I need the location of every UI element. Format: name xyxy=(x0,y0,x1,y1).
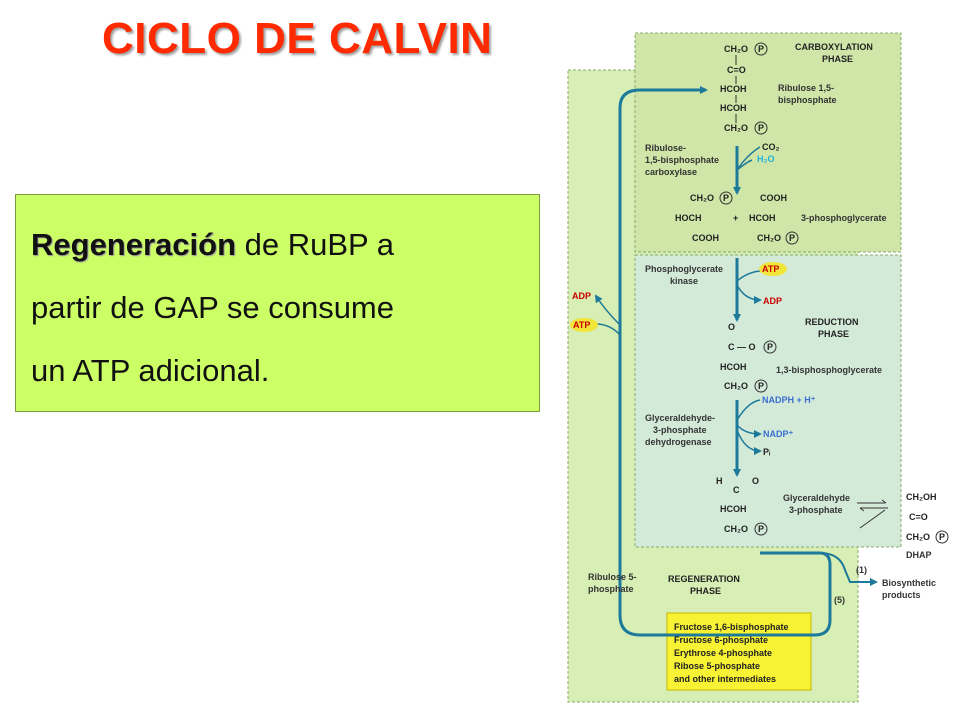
left-adp-exit xyxy=(594,294,621,326)
text-line-2: partir de GAP se consume xyxy=(31,290,394,325)
cofactor-atp: ATP xyxy=(762,264,779,274)
gap-line-1: H xyxy=(716,476,723,486)
adp-exit xyxy=(736,284,762,304)
intermediate-item: Ribose 5-phosphate xyxy=(674,661,760,671)
label-ru5p-1: Ribulose 5- xyxy=(588,572,637,582)
label-gap-1: Glyceraldehyde xyxy=(783,493,850,503)
rubp-line-2: C=O xyxy=(727,65,746,75)
bpg-line-2: C — O xyxy=(728,342,756,352)
rubp-line-1: CH₂O xyxy=(724,44,748,54)
pi-exit xyxy=(736,429,762,455)
intermediate-item: and other intermediates xyxy=(674,674,776,684)
label-rubp-2: bisphosphate xyxy=(778,95,837,105)
slide-title: CICLO DE CALVIN xyxy=(102,14,493,63)
cofactor-co2: CO₂ xyxy=(762,142,780,152)
carboxylation-panel xyxy=(634,32,902,253)
dhap-line-2: C=O xyxy=(909,512,928,522)
label-dhap: DHAP xyxy=(906,550,932,560)
cofactor-h2o: H₂O xyxy=(757,154,775,164)
cofactor-nadp: NADP⁺ xyxy=(763,429,794,439)
bpg-line-3: HCOH xyxy=(720,362,747,372)
nadph-entry xyxy=(736,399,761,421)
reduction-panel xyxy=(634,254,902,548)
atp-badge-left xyxy=(570,318,598,332)
nadp-exit xyxy=(736,424,762,438)
text-line-1: Regeneración de RuBP a xyxy=(31,213,529,276)
text-line-1-rest: de RuBP a xyxy=(236,227,394,262)
atp-badge-right xyxy=(759,262,787,276)
intermediates-box xyxy=(666,612,812,691)
phosphate-symbol: P xyxy=(758,381,764,391)
label-ru5p-2: phosphate xyxy=(588,584,634,594)
pga-left-3: COOH xyxy=(692,233,719,243)
phosphate-symbol: P xyxy=(758,524,764,534)
pga-left-2: HOCH xyxy=(675,213,702,223)
phosphate-symbol: P xyxy=(723,193,729,203)
co2-entry xyxy=(736,146,761,171)
explanation-textbox: Regeneración de RuBP a partir de GAP se … xyxy=(15,194,540,412)
rubp-line-3: HCOH xyxy=(720,84,747,94)
label-gapdh-2: 3-phosphate xyxy=(653,425,707,435)
cofactor-adp: ADP xyxy=(763,296,782,306)
label-step1: (1) xyxy=(856,565,867,575)
label-pgk-1: Phosphoglycerate xyxy=(645,264,723,274)
cofactor-nadph: NADPH + H⁺ xyxy=(762,395,816,405)
label-rubisco-2: 1,5-bisphosphate xyxy=(645,155,719,165)
regeneration-title-2: PHASE xyxy=(690,586,721,596)
dhap-line-3: CH₂O xyxy=(906,532,930,542)
cofactor-left-atp: ATP xyxy=(573,320,590,330)
atp-entry xyxy=(736,270,761,282)
pga-plus: + xyxy=(733,213,738,223)
phosphate-symbol: P xyxy=(758,44,764,54)
cofactor-left-adp: ADP xyxy=(572,291,591,301)
gap-line-2: C xyxy=(733,485,740,495)
phosphate-symbol: P xyxy=(767,342,773,352)
phosphate-symbol: P xyxy=(939,532,945,542)
label-gap-2: 3-phosphate xyxy=(789,505,843,515)
text-line-3: un ATP adicional. xyxy=(31,353,270,388)
bpg-line-4: CH₂O xyxy=(724,381,748,391)
carboxylation-title-2: PHASE xyxy=(822,54,853,64)
reduction-title-2: PHASE xyxy=(818,329,849,339)
label-rubisco-3: carboxylase xyxy=(645,167,697,177)
rubp-line-4: HCOH xyxy=(720,103,747,113)
pga-right-2: HCOH xyxy=(749,213,776,223)
cofactor-pi: Pᵢ xyxy=(763,447,771,457)
bpg-line-1: O xyxy=(728,322,735,332)
rubp-line-5: CH₂O xyxy=(724,123,748,133)
dhap-line-1: CH₂OH xyxy=(906,492,937,502)
regeneration-title-1: REGENERATION xyxy=(668,574,740,584)
label-gapdh-3: dehydrogenase xyxy=(645,437,712,447)
label-rubisco-1: Ribulose- xyxy=(645,143,686,153)
left-atp-entry xyxy=(595,323,621,336)
phosphate-symbol: P xyxy=(789,233,795,243)
gap-line-3: O xyxy=(752,476,759,486)
pga-left-1: CH₂O xyxy=(690,193,714,203)
intermediate-item: Fructose 1,6-bisphosphate xyxy=(674,622,789,632)
text-bold-term: Regeneración xyxy=(31,227,237,262)
carboxylation-title-1: CARBOXYLATION xyxy=(795,42,873,52)
label-biosynthetic-2: products xyxy=(882,590,921,600)
label-bpg: 1,3-bisphosphoglycerate xyxy=(776,365,882,375)
phosphate-symbol: P xyxy=(758,123,764,133)
label-gapdh-1: Glyceraldehyde- xyxy=(645,413,715,423)
intermediate-item: Erythrose 4-phosphate xyxy=(674,648,772,658)
arrow-to-biosynthetic xyxy=(819,552,878,586)
label-3pga: 3-phosphoglycerate xyxy=(801,213,887,223)
pga-right-3: CH₂O xyxy=(757,233,781,243)
pga-right-1: COOH xyxy=(760,193,787,203)
arrow-regeneration-loop xyxy=(618,86,832,637)
intermediate-item: Fructose 6-phosphate xyxy=(674,635,768,645)
label-pgk-2: kinase xyxy=(670,276,698,286)
phosphate-circle xyxy=(754,42,768,56)
label-step5: (5) xyxy=(834,595,845,605)
label-biosynthetic-1: Biosynthetic xyxy=(882,578,936,588)
h2o-entry xyxy=(736,159,753,171)
reduction-title-1: REDUCTION xyxy=(805,317,859,327)
label-rubp-1: Ribulose 1,5- xyxy=(778,83,834,93)
gap-line-5: CH₂O xyxy=(724,524,748,534)
gap-line-4: HCOH xyxy=(720,504,747,514)
